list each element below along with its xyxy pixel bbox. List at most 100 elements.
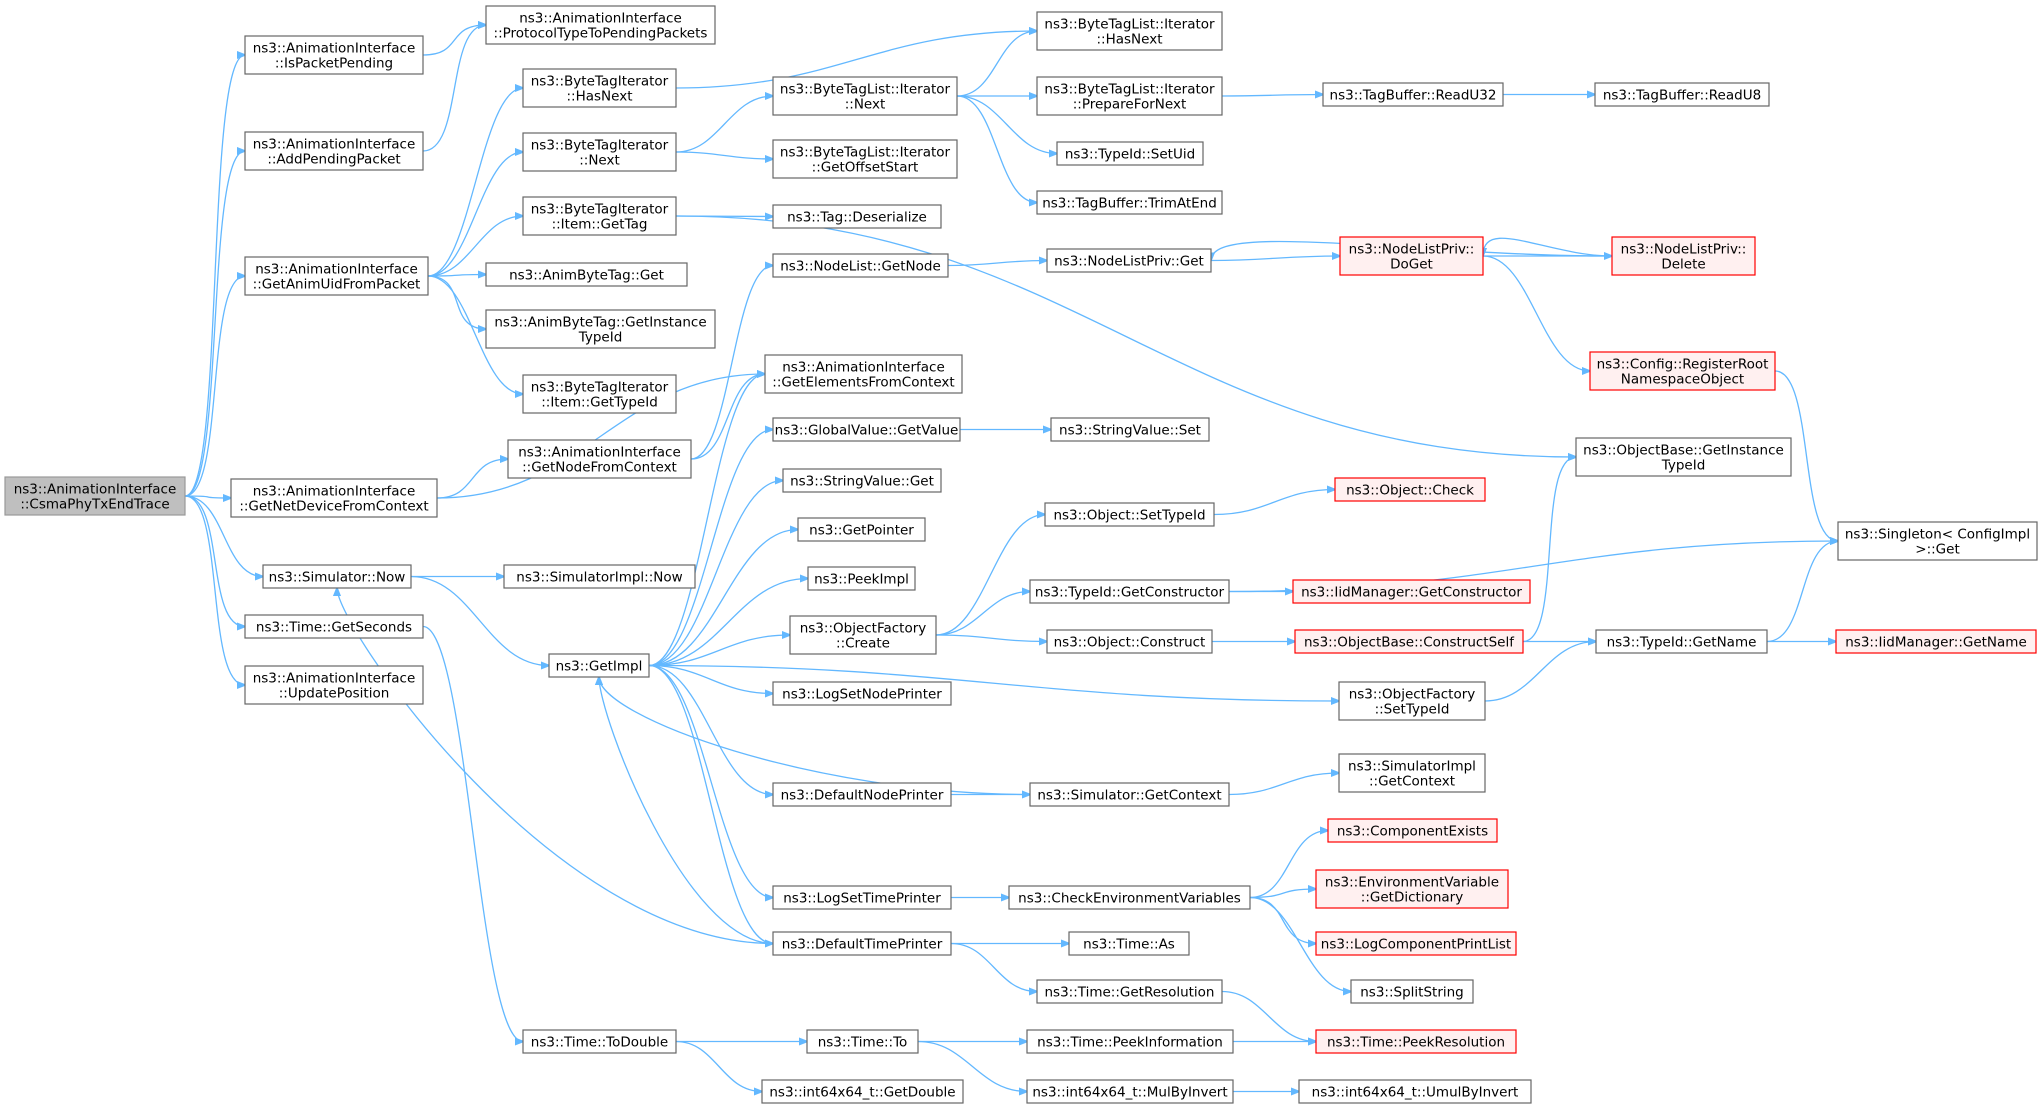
node-globalvalue-getvalue[interactable]: ns3::GlobalValue::GetValue [772, 417, 961, 442]
node-animationinterface-updateposition[interactable]: ns3::AnimationInterface::UpdatePosition [244, 665, 424, 705]
node-label-line: DoGet [1390, 257, 1433, 273]
edge [648, 664, 773, 944]
edge-objSetTypeId-to-objCheck [1213, 490, 1335, 516]
node-peekimpl[interactable]: ns3::PeekImpl [807, 566, 916, 591]
node-time-getseconds[interactable]: ns3::Time::GetSeconds [244, 614, 424, 639]
node-time-getresolution[interactable]: ns3::Time::GetResolution [1036, 979, 1223, 1004]
node-animationinterface-protocoltypetopendingpackets[interactable]: ns3::AnimationInterface::ProtocolTypeToP… [485, 5, 716, 45]
node-animationinterface-getnodefromcontext[interactable]: ns3::AnimationInterface::GetNodeFromCont… [507, 439, 692, 479]
node-objectfactory-settypeid[interactable]: ns3::ObjectFactory::SetTypeId [1338, 681, 1486, 721]
node-iidmanager-getname[interactable]: ns3::IidManager::GetName [1835, 629, 2037, 654]
node-simulatorimpl-now[interactable]: ns3::SimulatorImpl::Now [503, 564, 696, 589]
node-animationinterface-getelementsfromcontext[interactable]: ns3::AnimationInterface::GetElementsFrom… [764, 354, 963, 394]
node-animationinterface-ispacketpending[interactable]: ns3::AnimationInterface::IsPacketPending [244, 35, 424, 75]
node-iidmanager-getconstructor[interactable]: ns3::IidManager::GetConstructor [1292, 579, 1531, 604]
node-box [764, 354, 963, 394]
node-checkenvironmentvariables[interactable]: ns3::CheckEnvironmentVariables [1008, 885, 1251, 910]
node-simulatorimpl-getcontext[interactable]: ns3::SimulatorImpl::GetContext [1338, 753, 1486, 793]
edge-nlpDelete-to-nlpDoGet [1483, 237, 1613, 256]
edge-getAnimUid-to-btiGetTag [427, 216, 523, 277]
node-object-settypeid[interactable]: ns3::Object::SetTypeId [1044, 502, 1215, 527]
node-nodelistpriv-delete[interactable]: ns3::NodeListPriv::Delete [1611, 236, 1756, 276]
edge-ofCreate-to-tidGetCtor [935, 592, 1030, 636]
node-bytetaglist-iterator-getoffsetstart[interactable]: ns3::ByteTagList::Iterator::GetOffsetSta… [772, 139, 958, 179]
node-time-peekinformation[interactable]: ns3::Time::PeekInformation [1026, 1029, 1234, 1054]
node-tag-deserialize[interactable]: ns3::Tag::Deserialize [772, 204, 942, 229]
edge [1221, 990, 1316, 1042]
node-label-line: ns3::TagBuffer::ReadU8 [1603, 88, 1761, 104]
edge [917, 1040, 1027, 1092]
node-bytetagiterator-next[interactable]: ns3::ByteTagIterator::Next [522, 132, 677, 172]
node-defaultnodeprinter[interactable]: ns3::DefaultNodePrinter [772, 782, 952, 807]
node-box [522, 68, 677, 108]
node-tagbuffer-trimatend[interactable]: ns3::TagBuffer::TrimAtEnd [1036, 190, 1223, 215]
node-typeid-getname[interactable]: ns3::TypeId::GetName [1595, 629, 1768, 654]
node-nodelist-getnode[interactable]: ns3::NodeList::GetNode [772, 253, 949, 278]
node-bytetaglist-iterator-preparefornext[interactable]: ns3::ByteTagList::Iterator::PrepareForNe… [1036, 76, 1223, 116]
node-label-line: ns3::GlobalValue::GetValue [775, 423, 959, 439]
node-int64x64-t-umulbyinvert[interactable]: ns3::int64x64_t::UmulByInvert [1298, 1079, 1532, 1104]
node-singleton-configimpl-get[interactable]: ns3::Singleton< ConfigImpl >::Get [1837, 521, 2038, 561]
node-simulator-getcontext[interactable]: ns3::Simulator::GetContext [1029, 782, 1230, 807]
node-object-check[interactable]: ns3::Object::Check [1334, 477, 1486, 502]
node-box [1026, 1079, 1234, 1104]
node-getimpl[interactable]: ns3::GetImpl [548, 653, 650, 678]
node-nodelistpriv-doget[interactable]: ns3::NodeListPriv::DoGet [1339, 236, 1484, 276]
node-stringvalue-get[interactable]: ns3::StringValue::Get [782, 468, 942, 493]
node-bytetagiterator-item-gettypeid[interactable]: ns3::ByteTagIterator::Item::GetTypeId [522, 374, 677, 414]
node-objectfactory-create[interactable]: ns3::ObjectFactory::Create [789, 615, 937, 655]
node-animationinterface-getnetdevicefromcontext[interactable]: ns3::AnimationInterface::GetNetDeviceFro… [230, 478, 438, 518]
node-bytetagiterator-item-gettag[interactable]: ns3::ByteTagIterator::Item::GetTag [522, 196, 677, 236]
node-splitstring[interactable]: ns3::SplitString [1350, 979, 1474, 1004]
edge-addPending-to-protoPending [422, 25, 486, 152]
node-int64x64-t-mulbyinvert[interactable]: ns3::int64x64_t::MulByInvert [1026, 1079, 1234, 1104]
edge [1482, 255, 1590, 371]
node-bytetaglist-iterator-next[interactable]: ns3::ByteTagList::Iterator::Next [772, 76, 958, 116]
node-tagbuffer-readu32[interactable]: ns3::TagBuffer::ReadU32 [1322, 82, 1504, 107]
node-animationinterface-getanimuidfrompacket[interactable]: ns3::AnimationInterface::GetAnimUidFromP… [244, 256, 429, 296]
node-logsettimeprinter[interactable]: ns3::LogSetTimePrinter [772, 885, 952, 910]
edge-getAnimUid-to-btiHasNext [427, 88, 523, 277]
node-stringvalue-set[interactable]: ns3::StringValue::Set [1050, 417, 1210, 442]
node-label-line: TypeId [1661, 458, 1706, 474]
node-animbytetag-get[interactable]: ns3::AnimByteTag::Get [485, 262, 688, 287]
edge-getNodeCtx-to-getElements [690, 374, 765, 460]
node-environmentvariable-getdictionary[interactable]: ns3::EnvironmentVariable::GetDictionary [1315, 869, 1509, 909]
node-label-line: ::Item::GetTypeId [541, 395, 658, 411]
node-time-todouble[interactable]: ns3::Time::ToDouble [522, 1029, 677, 1054]
node-label-line: ::GetNetDeviceFromContext [239, 499, 428, 515]
node-typeid-getconstructor[interactable]: ns3::TypeId::GetConstructor [1029, 579, 1230, 604]
node-box [1068, 931, 1190, 956]
node-logsetnodeprinter[interactable]: ns3::LogSetNodePrinter [772, 681, 952, 706]
edge [675, 215, 1576, 457]
node-label-line: ns3::Simulator::GetContext [1037, 788, 1221, 804]
edge-nlpDoGet-to-regRoot [1482, 255, 1590, 371]
node-objectbase-constructself[interactable]: ns3::ObjectBase::ConstructSelf [1294, 629, 1524, 654]
node-typeid-setuid[interactable]: ns3::TypeId::SetUid [1056, 141, 1204, 166]
node-bytetagiterator-hasnext[interactable]: ns3::ByteTagIterator::HasNext [522, 68, 677, 108]
edge-getImpl-to-logSetNode [648, 664, 773, 694]
node-simulator-now[interactable]: ns3::Simulator::Now [262, 564, 412, 589]
node-nodelistpriv-get[interactable]: ns3::NodeListPriv::Get [1046, 248, 1212, 273]
node-time-as[interactable]: ns3::Time::As [1068, 931, 1190, 956]
node-box [1575, 437, 1792, 477]
node-label-line: ::UpdatePosition [279, 686, 390, 702]
node-componentexists[interactable]: ns3::ComponentExists [1327, 818, 1498, 843]
node-animationinterface-addpendingpacket[interactable]: ns3::AnimationInterface::AddPendingPacke… [244, 131, 424, 171]
node-time-to[interactable]: ns3::Time::To [806, 1029, 919, 1054]
node-object-construct[interactable]: ns3::Object::Construct [1046, 629, 1213, 654]
edge [956, 95, 1037, 203]
node-label-line: ns3::Time::To [818, 1035, 908, 1051]
node-getpointer[interactable]: ns3::GetPointer [797, 517, 926, 542]
node-label-line: ns3::NodeListPriv:: [1349, 242, 1475, 258]
node-tagbuffer-readu8[interactable]: ns3::TagBuffer::ReadU8 [1594, 82, 1770, 107]
node-animationinterface-csmaphytxendtrace[interactable]: ns3::AnimationInterface::CsmaPhyTxEndTra… [4, 476, 186, 516]
node-time-peekresolution[interactable]: ns3::Time::PeekResolution [1315, 1029, 1517, 1054]
node-int64x64-t-getdouble[interactable]: ns3::int64x64_t::GetDouble [761, 1079, 964, 1104]
node-logcomponentprintlist[interactable]: ns3::LogComponentPrintList [1315, 931, 1517, 956]
node-bytetaglist-iterator-hasnext[interactable]: ns3::ByteTagList::Iterator::HasNext [1036, 11, 1223, 51]
node-defaulttimeprinter[interactable]: ns3::DefaultTimePrinter [772, 931, 952, 956]
